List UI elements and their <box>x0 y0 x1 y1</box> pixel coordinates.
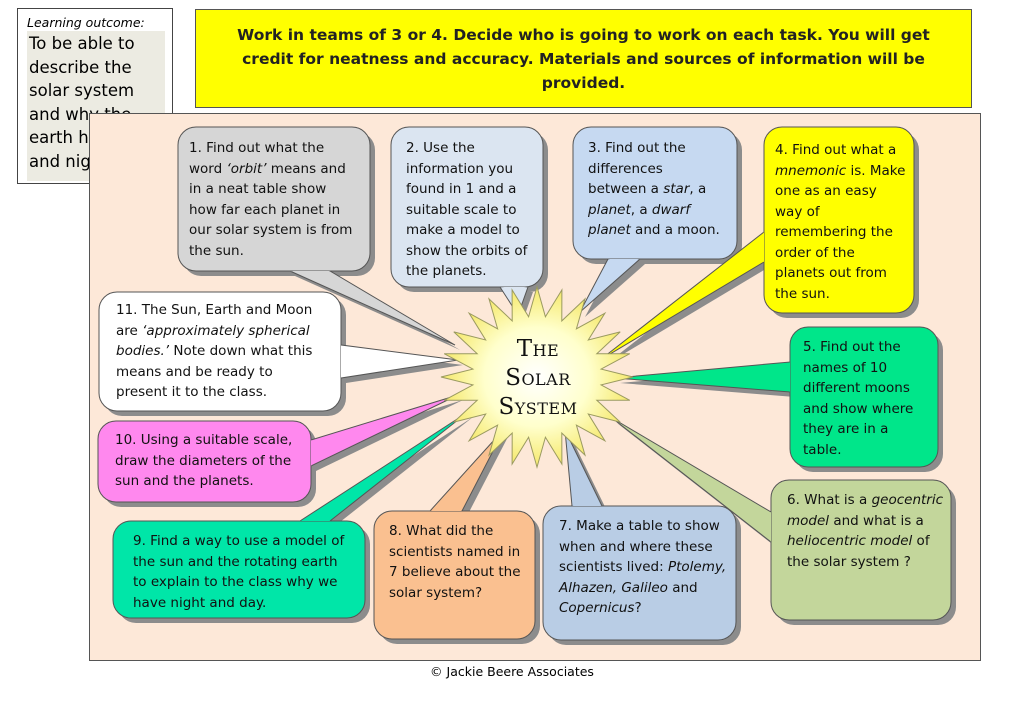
task-text-8: 8. What did the scientists named in 7 be… <box>389 521 529 603</box>
task-6-segment: and what is a <box>829 512 924 529</box>
task-1-segment: 1. Find out what the word <box>189 140 325 177</box>
task-bubble-10: 10. Using a suitable scale, draw the dia… <box>115 430 297 492</box>
task-6-segment: heliocentric model <box>787 533 913 549</box>
sun-title-line-2: Solar <box>505 365 571 391</box>
bubble-shape-3 <box>572 126 738 313</box>
task-9-segment: 9. Find a way to use a model of the sun … <box>133 533 345 611</box>
task-bubble-11: 11. The Sun, Earth and Moon are ‘approxi… <box>116 300 326 403</box>
task-3-segment: and a moon. <box>630 222 720 238</box>
task-text-11: 11. The Sun, Earth and Moon are ‘approxi… <box>116 300 326 403</box>
bubble-shape-9 <box>112 411 469 619</box>
task-bubble-3: 3. Find out the differences between a st… <box>588 138 724 241</box>
task-text-2: 2. Use the information you found in 1 an… <box>406 138 536 282</box>
task-bubble-6: 6. What is a geocentric model and what i… <box>787 490 945 572</box>
bubble-shape-10 <box>97 394 459 503</box>
task-3-segment: , a <box>689 181 707 197</box>
bubble-shape-8 <box>373 427 536 640</box>
sun-title-line-1: The <box>516 336 560 362</box>
task-bubble-7: 7. Make a table to show when and where t… <box>559 516 735 619</box>
task-bubble-9: 9. Find a way to use a model of the sun … <box>133 531 351 613</box>
task-8-segment: 8. What did the scientists named in 7 be… <box>389 523 521 601</box>
task-7-segment: 7. Make a table to show when and where t… <box>559 518 720 575</box>
task-3-segment: dwarf planet <box>588 201 691 239</box>
task-7-segment: Ptolemy, Alhazen, Galileo <box>559 559 727 596</box>
task-3-segment: planet <box>588 201 631 218</box>
task-4-segment: mnemonic <box>775 162 847 179</box>
task-4-segment: 4. Find out what a <box>775 142 897 158</box>
bubble-shape-4 <box>599 126 915 361</box>
task-6-segment: of the solar system ? <box>787 533 930 570</box>
task-text-5: 5. Find out the names of 10 different mo… <box>803 337 929 460</box>
copyright: © Jackie Beere Associates <box>430 664 594 679</box>
task-11-segment: ‘approximately spherical bodies.’ <box>116 322 310 360</box>
task-7-segment: and <box>667 579 698 596</box>
task-text-10: 10. Using a suitable scale, draw the dia… <box>115 430 297 492</box>
task-text-6: 6. What is a geocentric model and what i… <box>787 490 945 572</box>
task-bubble-8: 8. What did the scientists named in 7 be… <box>389 521 529 603</box>
task-11-segment: Note down what this means and be ready t… <box>116 343 313 400</box>
task-bubble-4: 4. Find out what a mnemonic is. Make one… <box>775 140 907 304</box>
task-10-segment: 10. Using a suitable scale, draw the dia… <box>115 432 293 489</box>
task-3-segment: , a <box>630 201 652 218</box>
task-3-segment: star <box>663 181 690 197</box>
task-text-4: 4. Find out what a mnemonic is. Make one… <box>775 140 907 304</box>
learning-outcome-box: Learning outcome: To be able to describe… <box>17 8 173 184</box>
sun-star-shape <box>440 284 634 470</box>
task-text-3: 3. Find out the differences between a st… <box>588 138 724 241</box>
instructions-banner: Work in teams of 3 or 4. Decide who is g… <box>195 9 972 108</box>
task-5-segment: 5. Find out the names of 10 different mo… <box>803 339 914 458</box>
learning-outcome-heading: Learning outcome: <box>27 15 145 30</box>
task-bubble-2: 2. Use the information you found in 1 an… <box>406 138 536 282</box>
bubble-shape-5 <box>614 326 939 468</box>
task-6-segment: geocentric model <box>787 492 944 529</box>
bubble-shape-6 <box>611 417 952 621</box>
task-7-segment: Copernicus <box>559 600 635 616</box>
task-bubble-1: 1. Find out what the word ‘orbit’ means … <box>189 138 357 261</box>
task-bubble-5: 5. Find out the names of 10 different mo… <box>803 337 929 460</box>
task-2-segment: 2. Use the information you found in 1 an… <box>406 140 528 279</box>
bubble-shape-11 <box>98 291 459 412</box>
task-1-segment: means and in a neat table show how far e… <box>189 160 353 259</box>
task-3-segment: 3. Find out the differences between a <box>588 140 686 197</box>
task-6-segment: 6. What is a <box>787 492 872 508</box>
task-text-7: 7. Make a table to show when and where t… <box>559 516 735 619</box>
sun-title: The Solar System <box>468 335 608 422</box>
task-11-segment: 11. The Sun, Earth and Moon are <box>116 302 313 339</box>
sun-title-line-3: System <box>498 394 578 420</box>
bubble-shape-1 <box>177 126 456 346</box>
task-4-segment: is. Make one as an easy way of rememberi… <box>775 162 906 302</box>
task-7-segment: ? <box>634 600 642 616</box>
task-text-9: 9. Find a way to use a model of the sun … <box>133 531 351 613</box>
task-1-segment: ‘orbit’ <box>226 160 267 177</box>
task-text-1: 1. Find out what the word ‘orbit’ means … <box>189 138 357 261</box>
bubble-shape-7 <box>542 429 737 641</box>
instructions-text: Work in teams of 3 or 4. Decide who is g… <box>237 25 930 92</box>
